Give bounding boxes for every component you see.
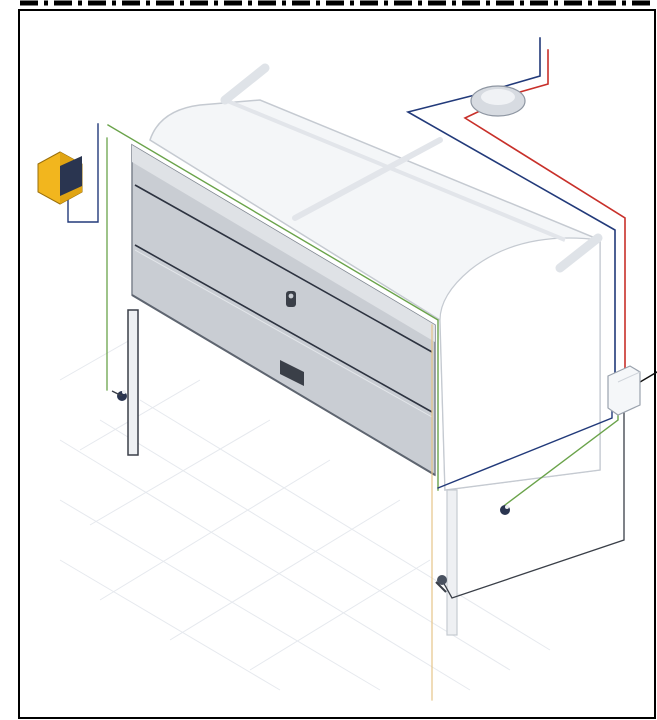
floor-grid <box>59 339 551 691</box>
wire-green-left <box>107 124 439 491</box>
photocell-sensor-icon <box>500 505 510 515</box>
wire-keypad <box>67 123 99 223</box>
wire-dark-bottom <box>441 394 625 599</box>
control-box-icon <box>607 365 641 416</box>
door-handle-icon <box>286 291 296 307</box>
garage-door <box>131 143 436 477</box>
wall-keypad-icon <box>37 151 83 205</box>
right-door-post <box>446 489 458 636</box>
warning-lamp-icon <box>470 85 526 117</box>
photocell-sensor-icon <box>111 390 127 401</box>
door-lock-icon <box>280 360 304 386</box>
top-edge-strip <box>0 0 657 8</box>
key-switch-icon <box>435 575 447 593</box>
wire-blue-main <box>405 37 616 373</box>
left-door-post <box>127 309 139 456</box>
diagram-frame <box>18 9 656 719</box>
door-housing <box>149 63 603 491</box>
